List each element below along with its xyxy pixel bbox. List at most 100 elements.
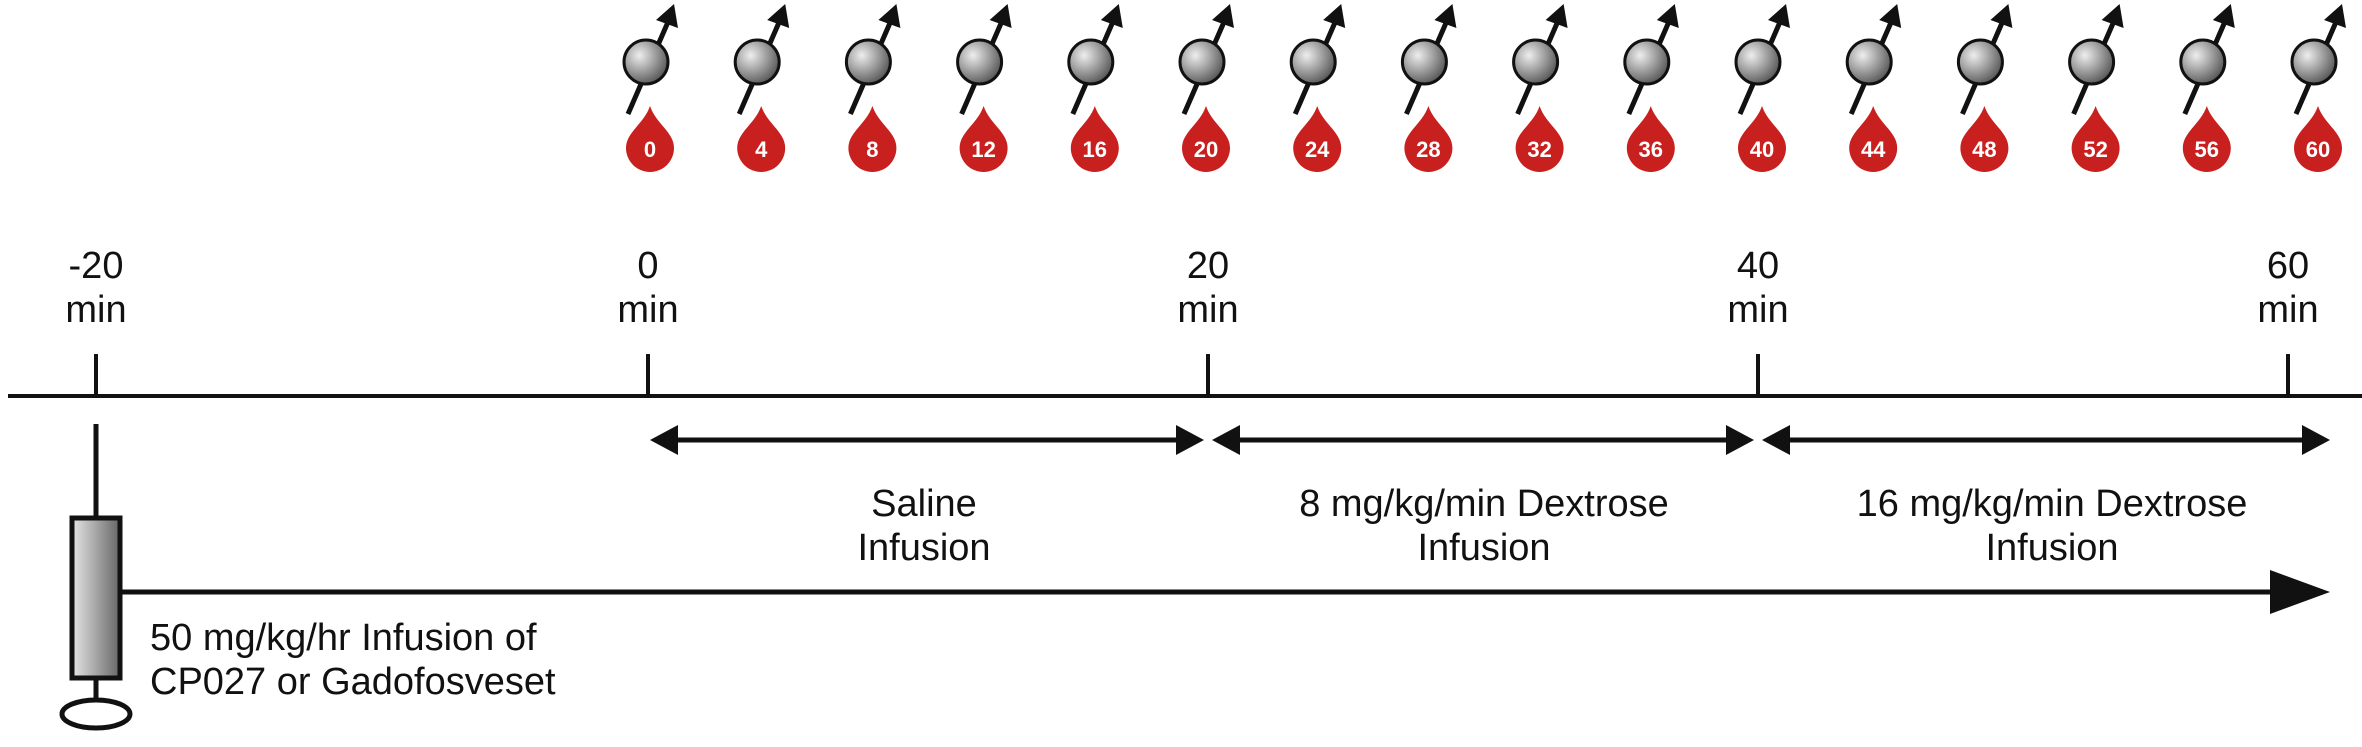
spin-sphere-arrow-icon [2068, 38, 2116, 86]
blood-drop-icon [1404, 106, 1453, 172]
arrow-head [1323, 4, 1346, 28]
syringe-icon [59, 424, 133, 731]
phase-label-saline: Saline Infusion [644, 482, 1204, 570]
sample-time-label: 12 [971, 137, 996, 162]
blood-drop-icon [1293, 106, 1342, 172]
sample-time-label: 28 [1416, 137, 1441, 162]
arrow-head [2212, 4, 2235, 28]
sample-time-label: 44 [1860, 137, 1886, 162]
spin-sphere-arrow-icon [1400, 38, 1448, 86]
arrow-head [878, 4, 901, 28]
infusion-label: 50 mg/kg/hr Infusion of CP027 or Gadofos… [150, 616, 556, 704]
arrow-head [1879, 4, 1902, 28]
sample-icon-20 [1178, 4, 1234, 172]
sample-icon-12 [956, 4, 1012, 172]
arrow-head [1434, 4, 1457, 28]
infusion-line-2: CP027 or Gadofosveset [150, 661, 556, 703]
tick-value: 20 [1186, 245, 1230, 287]
sample-icon-8 [844, 4, 901, 172]
sample-time-label: 56 [2194, 137, 2220, 162]
blood-drop-icon [2182, 106, 2231, 172]
spin-sphere-arrow-icon [1289, 38, 1337, 86]
sample-time-label: 0 [643, 137, 657, 162]
tick-unit: min [617, 289, 679, 331]
sample-icon-28 [1400, 4, 1457, 172]
sample-icon-16 [1067, 4, 1123, 172]
arrow-head [2324, 4, 2346, 28]
phase-title: Saline [871, 483, 977, 525]
sample-time-label: 8 [866, 137, 879, 162]
phase-arrow-1 [1212, 425, 1754, 455]
sample-icon-32 [1512, 4, 1568, 172]
spin-sphere-arrow-icon [733, 38, 781, 86]
blood-drop-icon [1738, 106, 1786, 172]
blood-drop-icon [1960, 106, 2009, 172]
tick-unit: min [2257, 289, 2319, 331]
arrow-head [1212, 4, 1234, 28]
blood-drop-icon [2071, 106, 2120, 172]
tick-label-20: 20 min [1138, 244, 1278, 332]
spin-sphere-arrow-icon [1734, 38, 1782, 86]
arrow-head [1545, 4, 1568, 28]
tick-value: -20 [68, 245, 124, 287]
blood-drop-icon [1182, 106, 1230, 172]
phase-label-16-dextrose: 16 mg/kg/min Dextrose Infusion [1772, 482, 2332, 570]
phase-subtitle: Infusion [1985, 527, 2119, 569]
phase-title: 16 mg/kg/min Dextrose [1856, 483, 2248, 525]
tick-value: 40 [1736, 245, 1780, 287]
blood-drop-icon [959, 106, 1008, 172]
infusion-line-1: 50 mg/kg/hr Infusion of [150, 617, 537, 659]
sample-icon-48 [1956, 4, 2013, 172]
tick-label-minus-20: -20 min [26, 244, 166, 332]
spin-sphere-arrow-icon [844, 38, 892, 86]
sample-time-label: 60 [2305, 137, 2331, 162]
spin-sphere-arrow-icon [1956, 38, 2004, 86]
spin-sphere-arrow-icon [1067, 38, 1115, 86]
blood-drop-icon [848, 106, 897, 172]
blood-drop-icon [1515, 106, 1564, 172]
tick-value: 0 [637, 245, 659, 287]
blood-drop-icon [1626, 106, 1675, 172]
spin-sphere-arrow-icon [1512, 38, 1560, 86]
arrow-head [2101, 4, 2124, 28]
sample-time-label: 16 [1082, 137, 1108, 162]
phase-arrow-0 [650, 425, 1204, 455]
arrow-head [1656, 4, 1679, 28]
phase-arrows [650, 425, 2330, 455]
blood-drop-icon [2294, 106, 2342, 172]
arrow-head [656, 4, 678, 28]
phase-label-8-dextrose: 8 mg/kg/min Dextrose Infusion [1204, 482, 1764, 570]
tick-label-0: 0 min [578, 244, 718, 332]
phase-subtitle: Infusion [857, 527, 991, 569]
arrow-head [1768, 4, 1790, 28]
arrow-head [1100, 4, 1123, 28]
axis-ticks [94, 354, 2290, 396]
tick-label-60: 60 min [2218, 244, 2358, 332]
sample-icon-4 [733, 4, 790, 172]
infusion-arrow [120, 570, 2330, 614]
sample-icon-24 [1289, 4, 1346, 172]
arrow-head [1990, 4, 2013, 28]
blood-drop-icon [1849, 106, 1898, 172]
phase-arrow-2 [1762, 425, 2330, 455]
sample-time-label: 4 [755, 137, 768, 162]
phase-subtitle: Infusion [1417, 527, 1551, 569]
spin-sphere-arrow-icon [1845, 38, 1893, 86]
tick-unit: min [1727, 289, 1789, 331]
sample-time-label: 32 [1527, 137, 1552, 162]
blood-drop-icon [737, 106, 786, 172]
sample-time-label: 36 [1638, 137, 1664, 162]
spin-sphere-arrow-icon [2290, 38, 2338, 86]
phase-title: 8 mg/kg/min Dextrose [1299, 483, 1669, 525]
tick-value: 60 [2266, 245, 2310, 287]
tick-unit: min [65, 289, 127, 331]
sample-icon-56 [2179, 4, 2235, 172]
sample-icon-0 [622, 4, 678, 172]
sample-time-label: 52 [2083, 137, 2108, 162]
sample-icons-row [622, 4, 2346, 172]
sample-icon-44 [1845, 4, 1902, 172]
sample-time-label: 20 [1193, 137, 1219, 162]
sample-time-label: 48 [1972, 137, 1997, 162]
